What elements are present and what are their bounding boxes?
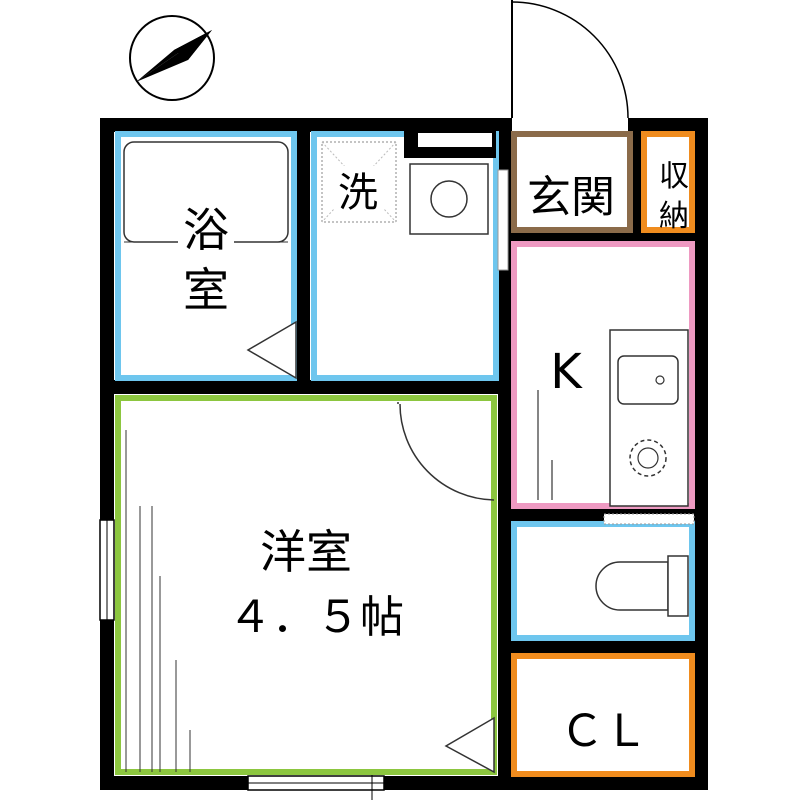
north-arrow-icon <box>129 15 215 101</box>
washroom-sliding-door <box>497 169 509 271</box>
storage-label-1: 収 <box>659 159 689 194</box>
western-room-label-1: 洋室 <box>260 525 352 579</box>
closet-door-icon <box>444 716 495 774</box>
gas-stove-icon <box>629 439 667 477</box>
entrance-label: 玄関 <box>527 172 615 223</box>
closet-label: ＣＬ <box>560 706 648 757</box>
bath-label-2: 室 <box>183 263 229 317</box>
window-bottom <box>247 770 385 800</box>
entrance-outline <box>511 131 633 233</box>
western-room-door-swing <box>399 403 495 501</box>
storage-outline <box>641 131 695 233</box>
washroom-label: 洗 <box>338 170 378 216</box>
entrance-door-swing <box>511 0 629 119</box>
storage-label-2: 納 <box>659 199 689 234</box>
washing-machine-icon <box>409 163 489 235</box>
curtain-lines <box>125 430 191 772</box>
bath-door-icon <box>246 320 297 380</box>
window-left <box>99 519 115 621</box>
kitchen-label: K <box>550 344 583 400</box>
closet-outline <box>511 653 695 777</box>
western-room-label-2: ４．５帖 <box>228 592 404 643</box>
bath-label-1: 浴 <box>183 203 229 257</box>
toilet-icon <box>595 555 689 617</box>
sink-icon <box>617 355 679 405</box>
western-room-outline <box>115 395 497 775</box>
